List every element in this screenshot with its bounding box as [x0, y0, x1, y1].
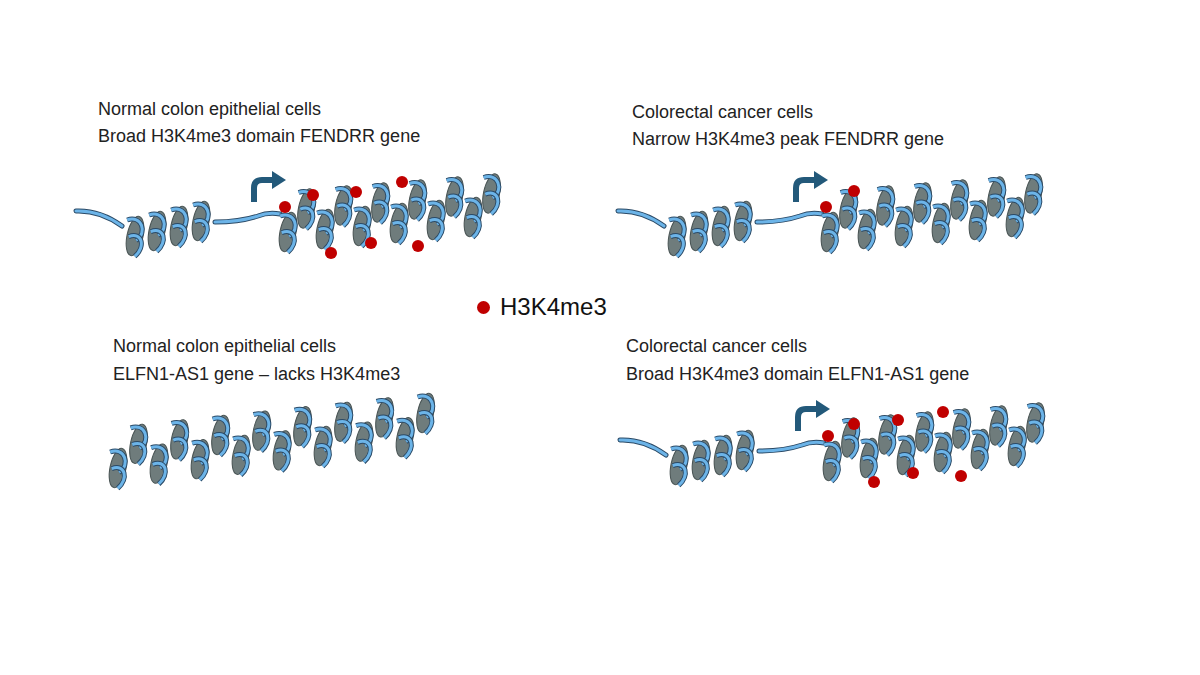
panel-caption: Broad H3K4me3 domain ELFN1-AS1 gene [626, 363, 969, 385]
nucleosome [982, 175, 1009, 218]
legend-swatch [477, 301, 490, 314]
nucleosome [267, 429, 294, 472]
nucleosome [411, 391, 438, 434]
nucleosome [329, 400, 356, 443]
nucleosome [165, 418, 192, 461]
panel-caption: Colorectal cancer cells [632, 101, 813, 123]
nucleosome [349, 420, 376, 463]
nucleosome [477, 172, 504, 215]
nucleosome [124, 422, 151, 465]
nucleosome [310, 207, 337, 250]
legend-text: H3K4me3 [500, 293, 607, 321]
panel-caption: ELFN1-AS1 gene – lacks H3K4me3 [113, 363, 400, 385]
nucleosome [928, 430, 955, 473]
nucleosome [889, 204, 916, 247]
nucleosome [247, 409, 274, 452]
nucleosome [926, 201, 953, 244]
nucleosome [1000, 195, 1027, 238]
nucleosome [164, 204, 191, 247]
nucleosome [144, 442, 171, 485]
nucleosome [440, 175, 467, 218]
nucleosome [370, 396, 397, 439]
nucleosome [120, 214, 147, 257]
nucleosome [852, 207, 879, 250]
nucleosome [664, 443, 691, 486]
nucleosome [206, 413, 233, 456]
panel-caption: Colorectal cancer cells [626, 335, 807, 357]
nucleosome [384, 201, 411, 244]
nucleosome [273, 210, 300, 253]
nucleosome [186, 199, 213, 242]
nucleosome [910, 410, 937, 453]
nucleosome [684, 209, 711, 252]
nucleosome [728, 199, 755, 242]
nucleosome [662, 214, 689, 257]
nucleosome [103, 446, 130, 489]
nucleosome [292, 187, 319, 230]
nucleosome [854, 436, 881, 479]
nucleosome [1019, 172, 1046, 215]
nucleosome [945, 178, 972, 221]
nucleosome [836, 416, 863, 459]
panel-caption: Normal colon epithelial cells [113, 335, 336, 357]
nucleosome [1021, 401, 1048, 444]
nucleosome [963, 198, 990, 241]
nucleosome [686, 438, 713, 481]
nucleosome [308, 424, 335, 467]
panel-caption: Broad H3K4me3 domain FENDRR gene [98, 125, 420, 147]
nucleosome [706, 204, 733, 247]
nucleosome [1002, 424, 1029, 467]
panel-caption: Narrow H3K4me3 peak FENDRR gene [632, 128, 944, 150]
nucleosome [390, 415, 417, 458]
nucleosome [708, 433, 735, 476]
nucleosome [458, 195, 485, 238]
nucleosome [730, 428, 757, 471]
nucleosome [185, 437, 212, 480]
nucleosome [965, 427, 992, 470]
nucleosome [288, 404, 315, 447]
nucleosome [871, 184, 898, 227]
panel-caption: Normal colon epithelial cells [98, 98, 321, 120]
nucleosome [226, 433, 253, 476]
nucleosome [817, 439, 844, 482]
nucleosome [908, 181, 935, 224]
nucleosome [366, 181, 393, 224]
nucleosome [815, 210, 842, 253]
nucleosome [984, 404, 1011, 447]
nucleosome [142, 209, 169, 252]
nucleosome [947, 407, 974, 450]
nucleosome [421, 198, 448, 241]
